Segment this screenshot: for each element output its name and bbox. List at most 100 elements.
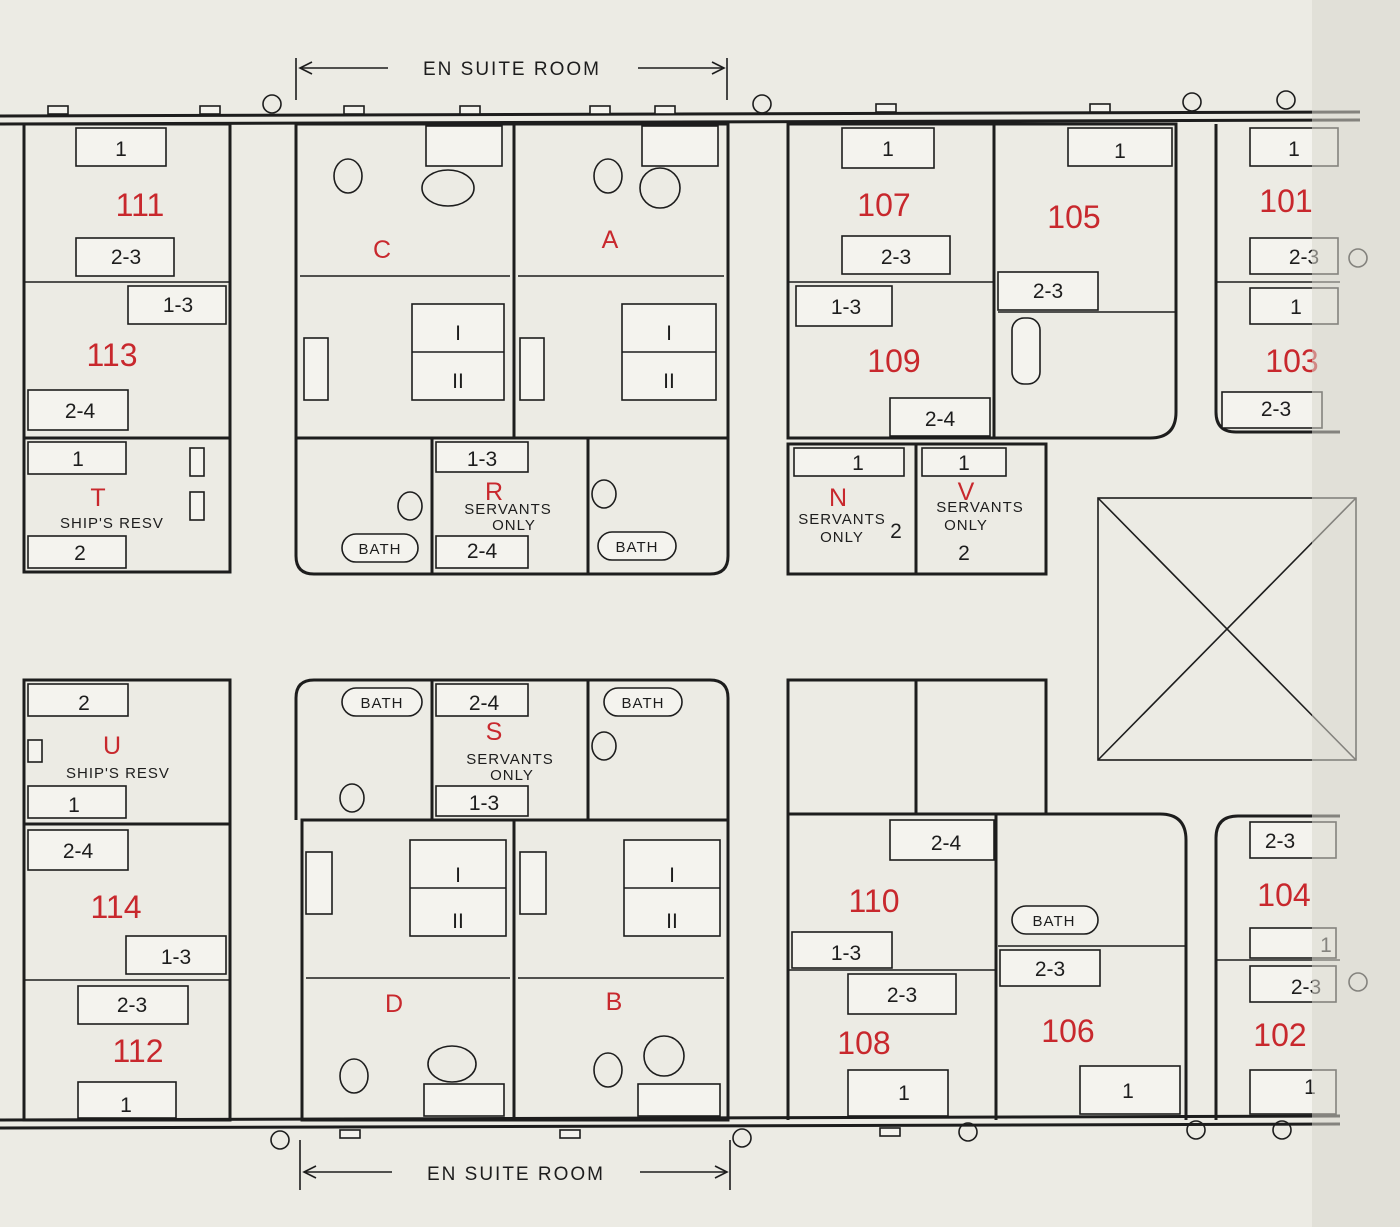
berth-label: 1 <box>1304 1076 1316 1099</box>
room-101-label: 101 <box>1259 183 1312 219</box>
room-D-label: D <box>385 990 403 1018</box>
berth-label: 2-4 <box>467 540 498 563</box>
servants-note: ONLY <box>820 529 864 546</box>
room-104-label: 104 <box>1257 877 1310 913</box>
berth-label: II <box>666 910 678 933</box>
block-upper-right: 1 107 2-3 1-3 109 2-4 1 105 2-3 1 N SERV… <box>786 122 1178 576</box>
servants-note: ONLY <box>492 517 536 534</box>
berth-label: 1 <box>958 452 970 475</box>
room-113-label: 113 <box>86 337 137 373</box>
room-107-label: 107 <box>857 187 910 223</box>
berth-label: 2-4 <box>925 408 956 431</box>
paper-fold <box>1312 0 1400 1227</box>
berth-label: 1 <box>1122 1080 1134 1103</box>
block-upper-left: 1 111 2-3 1-3 113 2-4 1 T SHIP'S RESV 2 <box>22 122 232 574</box>
berth-label: 1-3 <box>161 946 191 969</box>
footer-label: EN SUITE ROOM <box>427 1164 605 1185</box>
servants-note: SERVANTS <box>464 501 551 518</box>
room-108-label: 108 <box>837 1025 890 1061</box>
berth-label: 1 <box>898 1082 910 1105</box>
servants-note: SERVANTS <box>798 511 885 528</box>
berth-label: 1 <box>1114 140 1126 163</box>
footer-dimension: EN SUITE ROOM <box>299 1140 731 1190</box>
block-lower-left: 2 U SHIP'S RESV 1 2-4 114 1-3 2-3 112 1 <box>22 678 232 1122</box>
room-R-label: R <box>485 478 503 506</box>
berth-label: 2 <box>74 542 86 565</box>
room-106-label: 106 <box>1041 1013 1094 1049</box>
room-111-label: 111 <box>116 187 165 223</box>
berth-label: 2-3 <box>1035 958 1065 981</box>
ships-reserve-note: SHIP'S RESV <box>66 765 170 782</box>
servants-note: ONLY <box>944 517 988 534</box>
servants-note: SERVANTS <box>936 499 1023 516</box>
berth-label: 1-3 <box>831 942 861 965</box>
room-112-label: 112 <box>112 1033 163 1069</box>
room-S-label: S <box>486 718 503 746</box>
berth-label: I <box>666 322 672 345</box>
berth-label: I <box>669 864 675 887</box>
berth-label: 1 <box>1290 296 1302 319</box>
berth-label: 2-4 <box>65 400 96 423</box>
berth-label: 2-3 <box>881 246 911 269</box>
ships-reserve-note: SHIP'S RESV <box>60 515 164 532</box>
block-upper-far-right: 1 101 2-3 1 103 2-3 <box>1214 124 1340 434</box>
berth-label: 2-3 <box>1261 398 1291 421</box>
room-V-label: V <box>958 478 975 506</box>
berth-label: 2 <box>78 692 90 715</box>
block-lower-ensuite: BATH BATH 2-4 S SERVANTS ONLY 1-3 I II I… <box>294 678 730 1122</box>
berth-label: 2-3 <box>111 246 141 269</box>
berth-label: 1 <box>72 448 84 471</box>
bath-label: BATH <box>1033 913 1076 930</box>
bath-label: BATH <box>616 539 659 556</box>
bath-label: BATH <box>359 541 402 558</box>
room-103-label: 103 <box>1265 343 1318 379</box>
berth-label: 2-3 <box>117 994 147 1017</box>
hull-walls <box>0 90 1368 1150</box>
berth-label: II <box>663 370 675 393</box>
berth-label: 1 <box>120 1094 132 1117</box>
berth-label: II <box>452 910 464 933</box>
header-dimension: EN SUITE ROOM <box>295 58 728 100</box>
bath-label: BATH <box>361 695 404 712</box>
berth-label: 2-4 <box>931 832 962 855</box>
room-B-label: B <box>606 988 623 1016</box>
berth-label: 1 <box>68 794 80 817</box>
berth-label: 2-3 <box>1033 280 1063 303</box>
room-C-label: C <box>373 236 391 264</box>
berth-label: 2-3 <box>1289 246 1319 269</box>
berth-label: II <box>452 370 464 393</box>
room-105-label: 105 <box>1047 199 1100 235</box>
header-label: EN SUITE ROOM <box>423 59 601 80</box>
berth-label: I <box>455 864 461 887</box>
room-U-label: U <box>103 732 121 760</box>
block-lower-right: 2-4 110 1-3 2-3 108 1 BATH 2-3 106 1 <box>786 678 1188 1120</box>
berth-label: 2 <box>890 520 902 543</box>
berth-label: 2-3 <box>887 984 917 1007</box>
berth-label: 1 <box>882 138 894 161</box>
berth-label: 1-3 <box>831 296 861 319</box>
berth-label: 1 <box>852 452 864 475</box>
block-upper-ensuite: C A I II I II BATH BATH 1-3 R SERVANTS O… <box>294 122 730 576</box>
berth-label: 2-4 <box>63 840 94 863</box>
room-110-label: 110 <box>848 883 899 919</box>
berth-label: 1-3 <box>163 294 193 317</box>
room-T-label: T <box>90 484 105 512</box>
room-109-label: 109 <box>867 343 920 379</box>
servants-note: ONLY <box>490 767 534 784</box>
room-N-label: N <box>829 484 847 512</box>
room-A-label: A <box>602 226 619 254</box>
berth-label: 1-3 <box>469 792 499 815</box>
servants-note: SERVANTS <box>466 751 553 768</box>
room-114-label: 114 <box>90 889 141 925</box>
berth-label: I <box>455 322 461 345</box>
berth-label: 2-3 <box>1265 830 1295 853</box>
berth-label: 1-3 <box>467 448 497 471</box>
berth-label: 1 <box>1288 138 1300 161</box>
room-102-label: 102 <box>1253 1017 1306 1053</box>
berth-label: 1 <box>115 138 127 161</box>
berth-label: 2-4 <box>469 692 500 715</box>
berth-label: 2 <box>958 542 970 565</box>
bath-label: BATH <box>622 695 665 712</box>
